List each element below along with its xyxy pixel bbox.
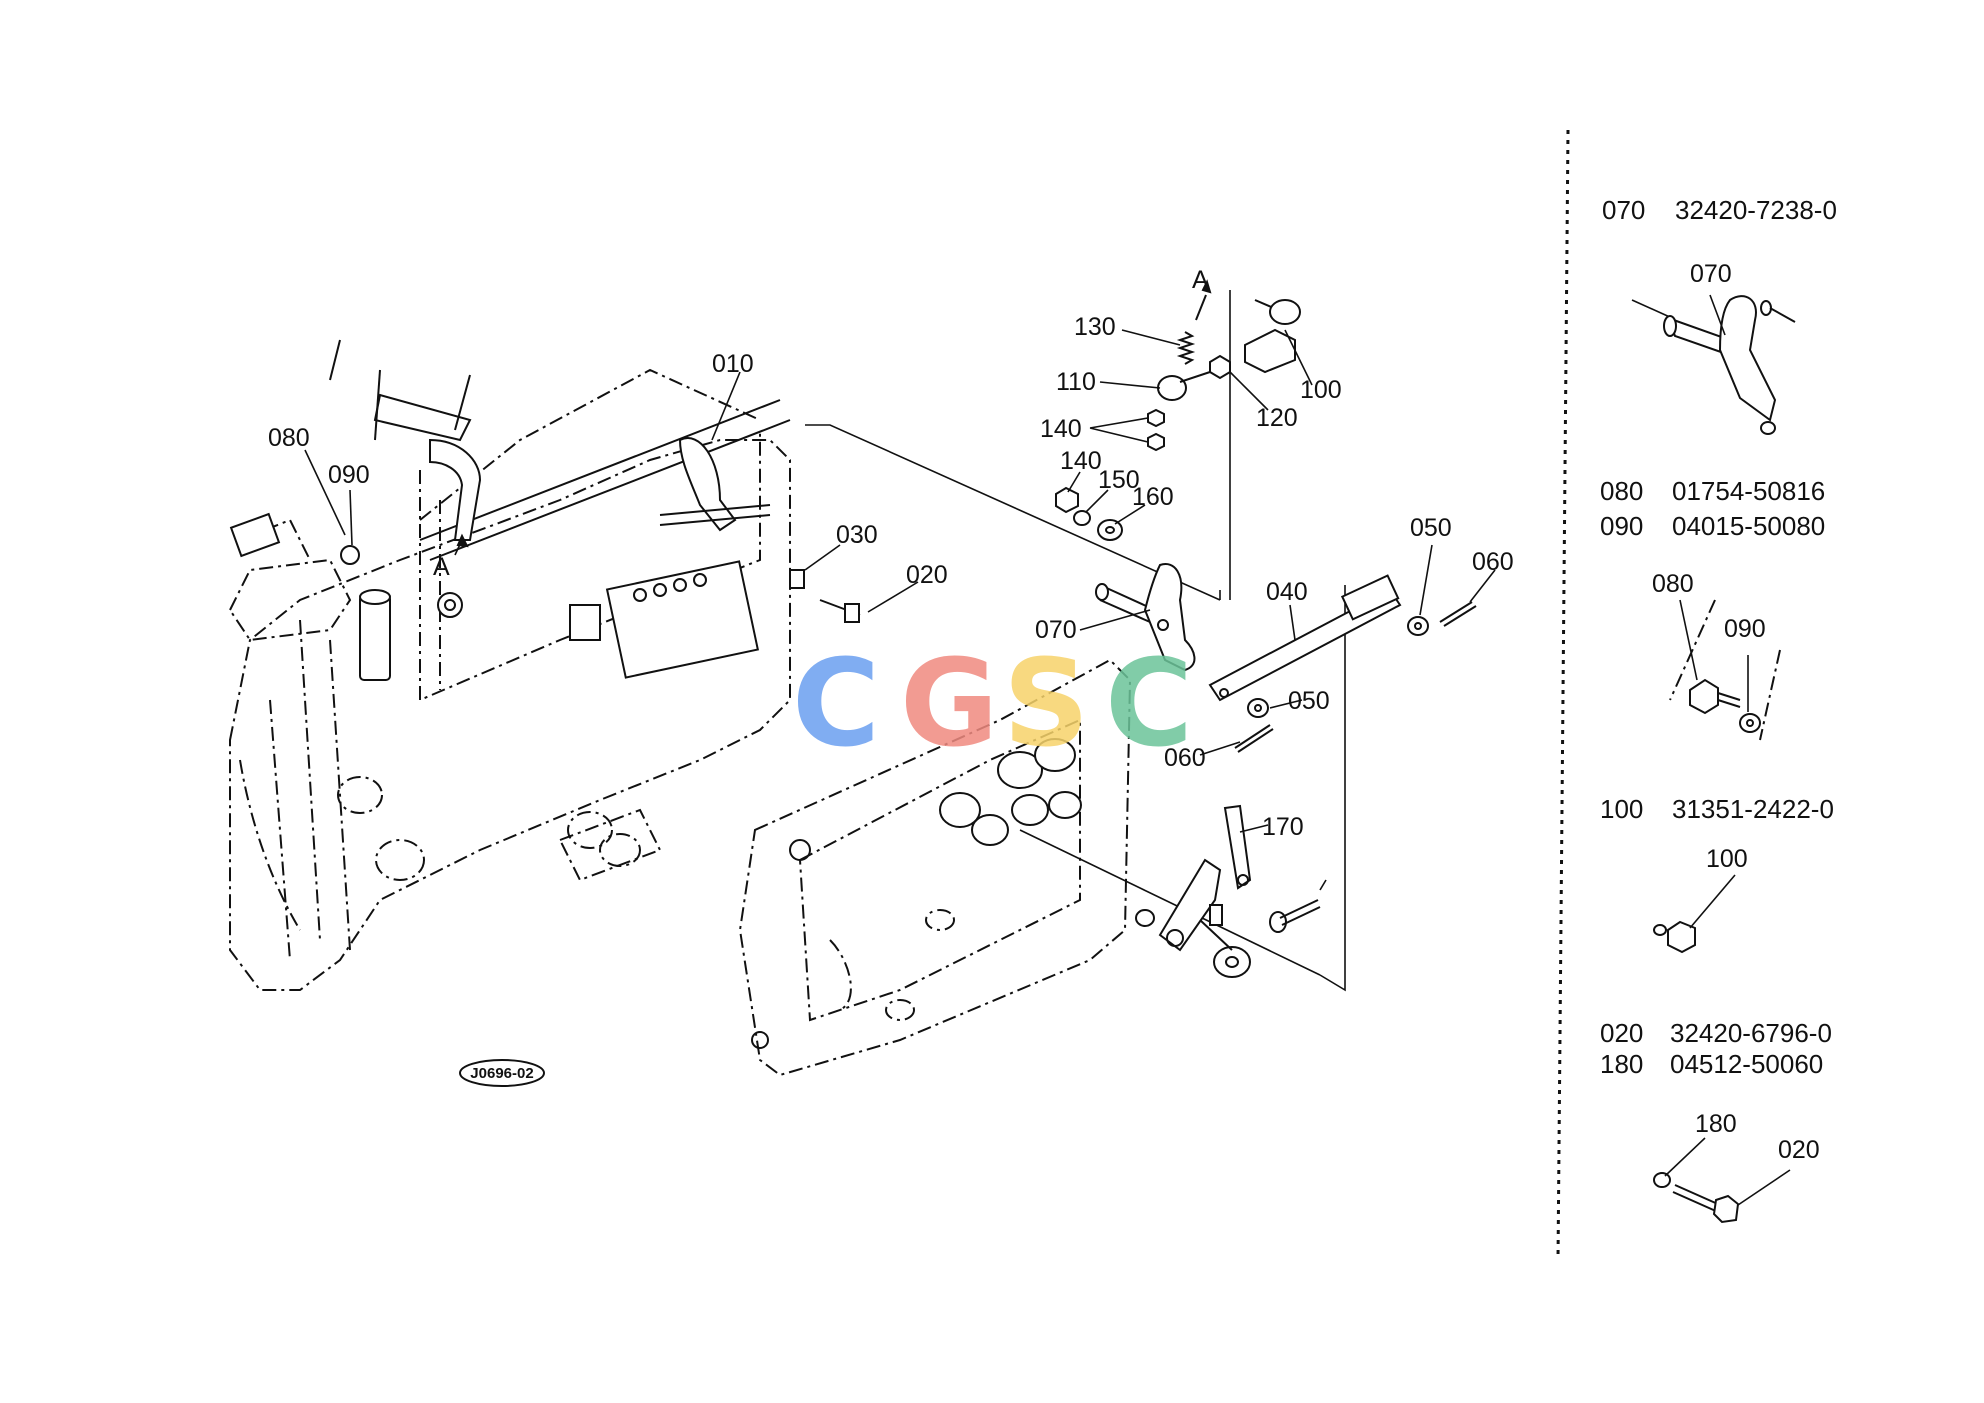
callout-150: 150 — [1098, 466, 1140, 494]
watermark-logo: C G S C — [792, 635, 1193, 774]
callout-100: 100 — [1300, 376, 1342, 404]
callout-060-upper: 060 — [1472, 548, 1514, 576]
image-code-badge: J0696-02 — [459, 1059, 545, 1087]
parts-no-020: 32420-6796-0 — [1670, 1018, 1832, 1048]
parts-list: 070 32420-7238-0 070 080 01754-50816 090… — [1600, 195, 1837, 1224]
parts-ref-100: 100 — [1600, 794, 1643, 824]
callout-060-lower: 060 — [1164, 744, 1206, 772]
view-arrow-label-upper: A — [1192, 266, 1209, 294]
callout-140-upper: 140 — [1040, 415, 1082, 443]
callout-040: 040 — [1266, 578, 1308, 606]
parts-no-080: 01754-50816 — [1672, 476, 1825, 506]
callout-110: 110 — [1056, 368, 1096, 396]
transmission-housing-drawing — [228, 339, 861, 991]
detail-label-080: 080 — [1652, 570, 1694, 598]
callout-170: 170 — [1262, 813, 1304, 841]
image-code: J0696-02 — [470, 1065, 533, 1082]
detail-label-180: 180 — [1695, 1110, 1737, 1138]
callout-010: 010 — [712, 350, 754, 378]
callout-030: 030 — [836, 521, 878, 549]
callout-090: 090 — [328, 461, 370, 489]
callout-020: 020 — [906, 561, 948, 589]
callout-050-upper: 050 — [1410, 514, 1452, 542]
detail-label-090: 090 — [1724, 615, 1766, 643]
detail-180-020-drawing: 180 020 — [1653, 1110, 1820, 1224]
callout-070: 070 — [1035, 616, 1077, 644]
callout-160: 160 — [1132, 483, 1174, 511]
detail-080-090-drawing: 080 090 — [1652, 570, 1781, 741]
detail-100-drawing: 100 — [1653, 845, 1748, 954]
callout-120: 120 — [1256, 404, 1298, 432]
detail-label-070: 070 — [1690, 260, 1732, 288]
callout-leaders — [304, 329, 1496, 833]
view-arrow-label-lower: A — [433, 553, 450, 581]
callout-labels: 010 020 030 040 050 050 060 060 070 080 … — [268, 266, 1514, 841]
parts-no-180: 04512-50060 — [1670, 1049, 1823, 1079]
parts-ref-090: 090 — [1600, 511, 1643, 541]
watermark-letter-3: S — [1003, 635, 1089, 774]
parts-no-090: 04015-50080 — [1672, 511, 1825, 541]
callout-080: 080 — [268, 424, 310, 452]
parts-ref-020: 020 — [1600, 1018, 1643, 1048]
parts-ref-180: 180 — [1600, 1049, 1643, 1079]
parts-no-100: 31351-2422-0 — [1672, 794, 1834, 824]
detail-label-020: 020 — [1778, 1136, 1820, 1164]
watermark-letter-2: G — [900, 635, 999, 774]
parts-ref-080: 080 — [1600, 476, 1643, 506]
linkage-parts-drawing — [805, 279, 1477, 992]
callout-140-lower: 140 — [1060, 447, 1102, 475]
callout-050-lower: 050 — [1288, 687, 1330, 715]
parts-list-divider — [1556, 129, 1570, 1261]
watermark-letter-1: C — [792, 635, 880, 774]
detail-label-100: 100 — [1706, 845, 1748, 873]
detail-070-drawing: 070 — [1631, 260, 1796, 435]
parts-ref-070: 070 — [1602, 195, 1645, 225]
callout-130: 130 — [1074, 313, 1116, 341]
parts-no-070: 32420-7238-0 — [1675, 195, 1837, 225]
cover-plate-drawing — [738, 658, 1132, 1077]
watermark-letter-4: C — [1105, 635, 1193, 774]
